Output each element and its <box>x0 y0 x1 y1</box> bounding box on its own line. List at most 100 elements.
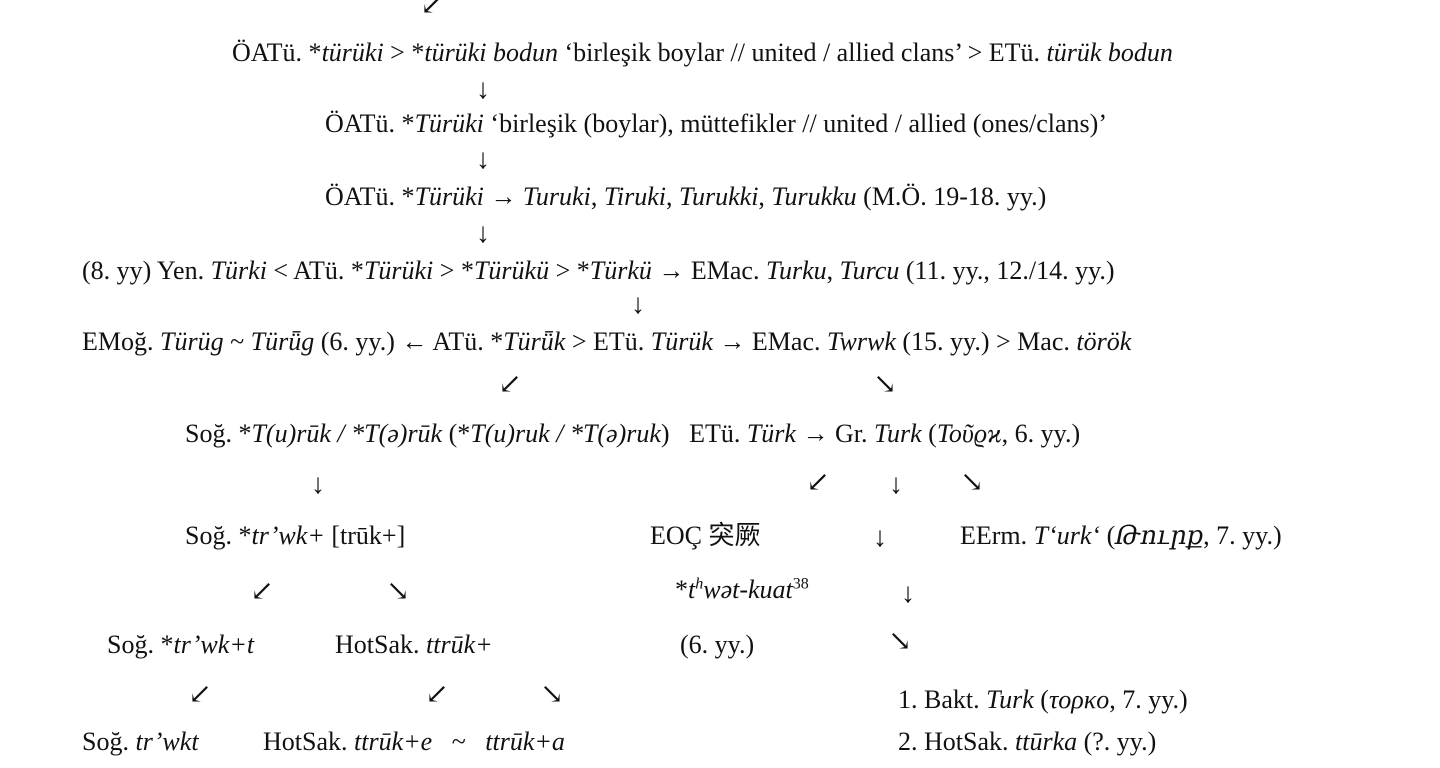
text-segment: , <box>665 182 679 211</box>
text-segment: [trūk+] <box>324 521 406 550</box>
text-segment: , <box>826 256 840 285</box>
text-segment: 38 <box>792 575 809 593</box>
text-segment: , 7. yy.) <box>1109 685 1188 714</box>
text-segment: → <box>483 182 523 211</box>
text-segment: (?. yy.) <box>1077 727 1157 756</box>
sogd-trwkt: Soğ. tr’wkt <box>82 729 199 755</box>
italic-form: ttrūk+ <box>426 630 493 659</box>
italic-form: T‘urk‘ <box>1033 521 1101 550</box>
line-1: ÖATü. *türüki > *türüki bodun ‘birleşik … <box>232 40 1173 66</box>
text-segment: ‘birleşik (boylar), müttefikler // unite… <box>483 109 1107 138</box>
italic-form: Tiruki <box>603 182 666 211</box>
arrow-down-left-icon: ↙ <box>188 679 212 710</box>
text-segment: ( <box>1100 521 1116 550</box>
arrow-down-right-icon: ↘ <box>540 679 564 710</box>
text-segment: < ATü. * <box>266 256 364 285</box>
text-segment: ) ETü. <box>660 419 747 448</box>
text-segment: ~ <box>432 727 486 756</box>
italic-form: tr’wk+t <box>173 630 255 659</box>
armenian-form: EErm. T‘urk‘ (Թուրք, 7. yy.) <box>960 523 1282 549</box>
italic-form: türüki bodun <box>424 38 558 67</box>
arrow-down-right-icon: ↘ <box>386 576 410 607</box>
text-segment: (8. yy) Yen. <box>82 256 211 285</box>
text-segment: ÖATü. * <box>325 109 415 138</box>
text-segment: , 7. yy.) <box>1203 521 1282 550</box>
line-5: EMoğ. Türüg ~ Türǖg (6. yy.) ← ATü. *Tür… <box>82 329 1131 355</box>
italic-form: T(u)rūk / *T(ə)rūk <box>251 419 443 448</box>
italic-form: Turk <box>873 419 922 448</box>
italic-form: Toῦϱϰ <box>936 419 1002 448</box>
italic-form: Turk <box>986 685 1034 714</box>
text-segment: > ETü. <box>565 327 651 356</box>
text-segment: → Gr. <box>795 419 874 448</box>
italic-form: török <box>1076 327 1132 356</box>
chinese-reconstruction: *thwət-kuat38 <box>675 575 809 604</box>
italic-form: Turukku <box>771 182 857 211</box>
arrow-down-icon: ↓ <box>901 578 915 609</box>
italic-form: tr’wkt <box>135 727 199 756</box>
text-segment: ( <box>921 419 937 448</box>
text-segment: ~ <box>223 327 251 356</box>
text-segment: → EMac. <box>712 327 827 356</box>
khotan-ttruk: HotSak. ttrūk+ <box>335 632 493 658</box>
italic-form: Türǖg <box>250 327 315 356</box>
italic-form: türüki <box>321 38 384 67</box>
text-segment: (11. yy., 12./14. yy.) <box>899 256 1115 285</box>
text-segment: (6. yy.) <box>680 630 755 659</box>
line-6: Soğ. *T(u)rūk / *T(ə)rūk (*T(u)ruk / *T(… <box>185 421 1080 447</box>
text-segment: , <box>758 182 772 211</box>
text-segment: EErm. <box>960 521 1034 550</box>
italic-form: τορκο <box>1048 685 1110 714</box>
text-segment: (M.Ö. 19-18. yy.) <box>856 182 1047 211</box>
text-segment: ÖATü. * <box>325 182 415 211</box>
italic-form: tr’wk+ <box>251 521 325 550</box>
arrow-down-left-icon: ↙ <box>420 0 444 21</box>
text-segment: HotSak. <box>335 630 426 659</box>
italic-form: Turukki <box>678 182 759 211</box>
italic-form: türük bodun <box>1046 38 1173 67</box>
arrow-down-icon: ↓ <box>476 144 490 175</box>
italic-form: ttrūk+a <box>485 727 565 756</box>
line-4: (8. yy) Yen. Türki < ATü. *Türüki > *Tür… <box>82 258 1115 284</box>
italic-form: Türki <box>210 256 267 285</box>
text-segment: EMoğ. <box>82 327 160 356</box>
italic-form: wət-kuat <box>703 575 793 604</box>
text-segment: > * <box>383 38 425 67</box>
arrow-down-right-icon: ↘ <box>873 369 897 400</box>
khotan-variants: HotSak. ttrūk+e ~ ttrūk+a <box>263 729 565 755</box>
italic-form: ttūrka <box>1015 727 1078 756</box>
italic-form: Turku <box>765 256 827 285</box>
text-segment: , <box>590 182 604 211</box>
text-segment: (15. yy.) > Mac. <box>895 327 1077 356</box>
italic-form: Türkü <box>589 256 652 285</box>
text-segment: * <box>675 575 688 604</box>
arrow-down-icon: ↓ <box>311 469 325 500</box>
text-segment: > * <box>549 256 590 285</box>
text-segment: EOÇ 突厥 <box>650 521 761 550</box>
arrow-down-icon: ↓ <box>476 74 490 105</box>
sogd-trwkt-plus: Soğ. *tr’wk+t <box>107 632 254 658</box>
text-segment: (6. yy.) ← ATü. * <box>314 327 504 356</box>
text-segment: (* <box>442 419 471 448</box>
italic-form: t <box>688 575 696 604</box>
italic-form: Türǖk <box>503 327 566 356</box>
text-segment: , 6. yy.) <box>1001 419 1081 448</box>
italic-form: Türüg <box>160 327 224 356</box>
italic-form: Türüki <box>414 109 484 138</box>
arrow-down-left-icon: ↙ <box>498 369 522 400</box>
text-segment: 2. HotSak. <box>898 727 1015 756</box>
italic-form: Twrwk <box>827 327 896 356</box>
arrow-down-icon: ↓ <box>631 289 645 320</box>
italic-form: Turuki <box>522 182 591 211</box>
italic-form: h <box>695 575 704 593</box>
italic-form: Türüki <box>414 182 484 211</box>
text-segment: Soğ. * <box>185 521 252 550</box>
text-segment: 1. Bakt. <box>898 685 987 714</box>
arrow-down-right-icon: ↘ <box>960 467 984 498</box>
italic-form: Türk <box>746 419 796 448</box>
arrow-down-left-icon: ↙ <box>425 679 449 710</box>
arrow-down-left-icon: ↙ <box>806 467 830 498</box>
line-3: ÖATü. *Türüki → Turuki, Tiruki, Turukki,… <box>325 184 1046 210</box>
text-segment: Soğ. * <box>107 630 174 659</box>
bactrian-form: 1. Bakt. Turk (τορκο, 7. yy.) <box>898 687 1188 713</box>
